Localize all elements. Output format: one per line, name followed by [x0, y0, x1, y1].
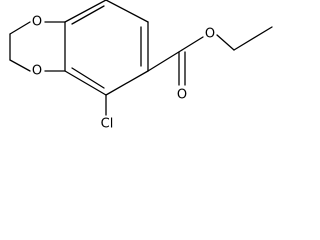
- bond-c5-c6-inner: [71, 67, 105, 89]
- bond-carbonyl-c-o: [181, 36, 204, 51]
- chemical-structure: O O Cl O O: [9, 0, 273, 132]
- bond-ch2-obottom: [9, 59, 31, 72]
- bond-c2-c3: [105, 0, 149, 23]
- benzene-ring: [64, 0, 149, 96]
- atom-chlorine: Cl: [101, 117, 114, 132]
- atom-o-carbonyl: O: [177, 88, 187, 103]
- bond-c4-carbonyl-c: [147, 49, 183, 72]
- bond-ch2-ch3: [233, 26, 273, 51]
- bond-o-ch2: [216, 34, 235, 51]
- atom-o-ester: O: [205, 27, 215, 42]
- bond-otop-ch2: [9, 21, 31, 35]
- bond-c4-c5: [105, 70, 149, 96]
- atom-o-ring-top: O: [32, 15, 42, 30]
- ester-group: [147, 26, 273, 86]
- dioxane-ring: [9, 21, 66, 72]
- bond-c1-c2-inner: [71, 5, 105, 25]
- bond-c1-c2: [64, 0, 107, 23]
- atom-o-ring-bottom: O: [32, 64, 42, 79]
- bond-c5-c6: [64, 70, 107, 96]
